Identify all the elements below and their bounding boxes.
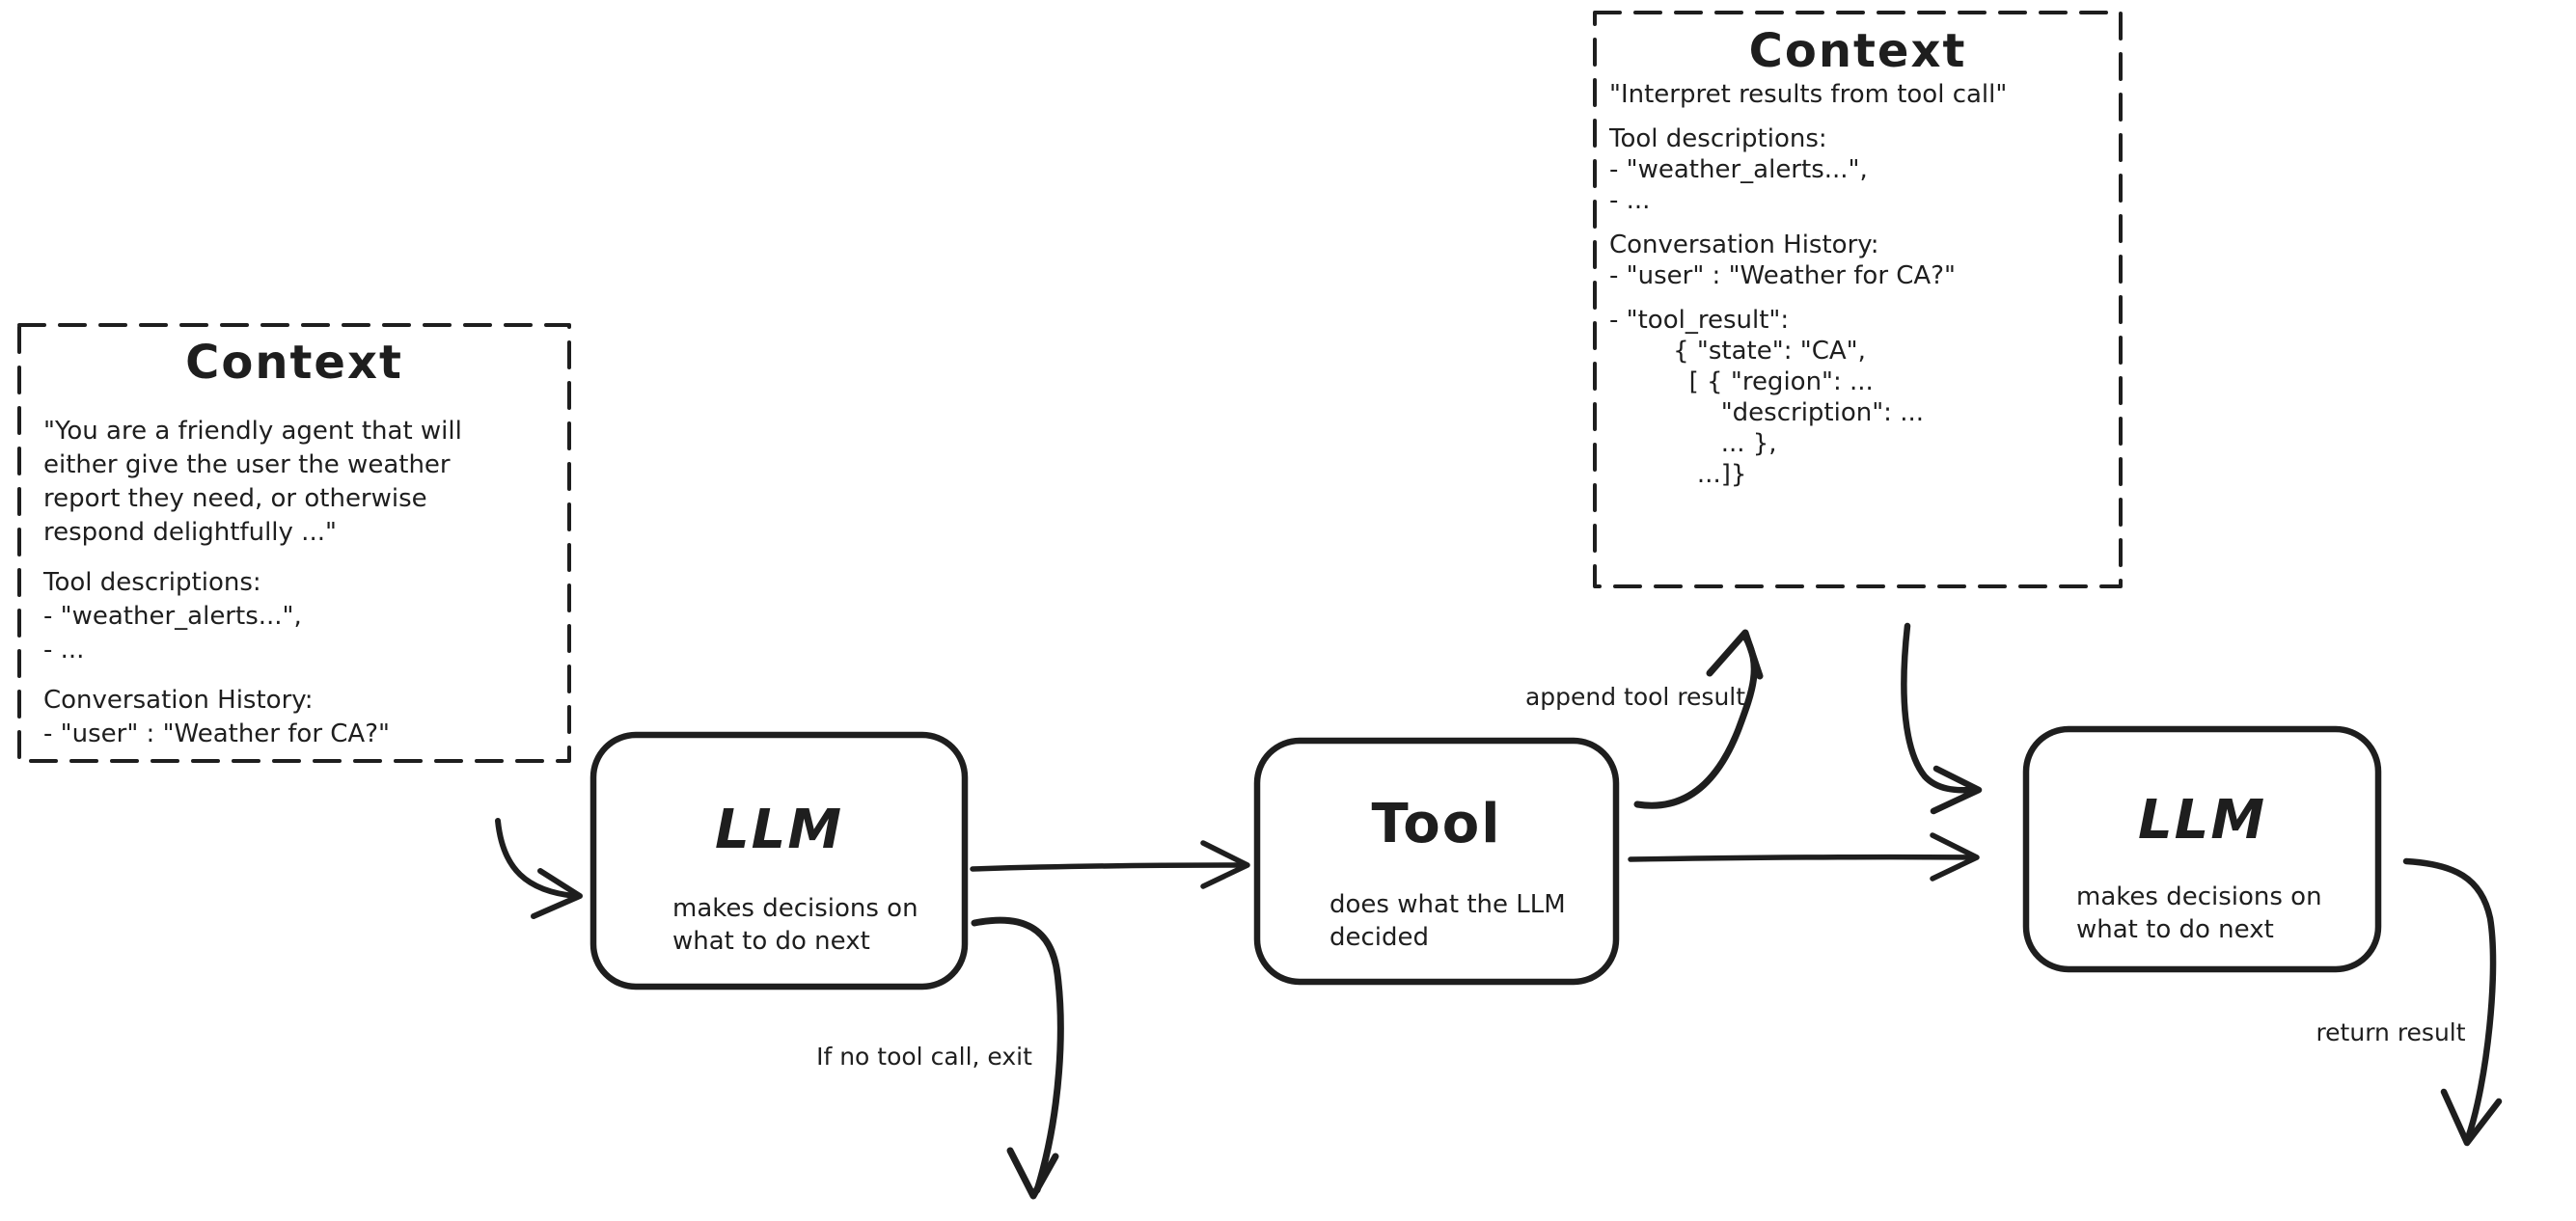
arrow-context-left-to-llm-1 [495, 818, 583, 919]
tool-title: Tool [1371, 793, 1502, 855]
tool-subtitle: does what the LLM decided [1329, 890, 1566, 952]
context-right-line: ...]} [1609, 460, 1747, 489]
context-right-line: Tool descriptions: [1609, 124, 1827, 153]
context-left-line: Conversation History: [43, 686, 314, 715]
context-left-box [17, 323, 571, 763]
context-right-line: "description": ... [1609, 398, 1925, 427]
context-right-line [1609, 216, 2111, 230]
llm-2-subtitle: makes decisions on what to do next [2076, 882, 2322, 944]
arrow-llm-1-to-tool [970, 840, 1250, 889]
context-right-line: - "weather_alerts...", [1609, 155, 1868, 184]
arrow-tool-to-llm-2 [1628, 832, 1980, 882]
llm-1-title: LLM [714, 799, 844, 861]
context-right-line: ... }, [1609, 429, 1777, 458]
context-right-body: "Interpret results from tool call" Tool … [1609, 79, 2111, 490]
arrow-llm-2-return [2402, 857, 2503, 1147]
arrow-tool-to-context-right [1633, 629, 1764, 809]
context-right-line: Conversation History: [1609, 231, 1879, 259]
no-tool-call-exit-label: If no tool call, exit [816, 1043, 1032, 1071]
context-left-line: - "weather_alerts...", [43, 602, 302, 631]
context-right-line: "Interpret results from tool call" [1609, 80, 2008, 109]
context-right-line: - "tool_result": [1609, 306, 1790, 335]
context-left-line [43, 667, 555, 684]
arrow-context-right-to-llm-2 [1901, 622, 1983, 815]
append-tool-result-label: append tool result [1524, 683, 1746, 711]
context-left-title: Context [185, 336, 403, 390]
llm-1-node-box [589, 731, 969, 990]
context-left-body: "You are a friendly agent that will eith… [43, 415, 555, 751]
context-left-line: report they need, or otherwise [43, 484, 427, 513]
llm-1-subtitle: makes decisions on what to do next [672, 894, 918, 956]
context-right-line [1609, 291, 2111, 305]
tool-node-box [1253, 737, 1620, 986]
context-left-line: - "user" : "Weather for CA?" [43, 719, 390, 748]
context-right-line: { "state": "CA", [1609, 337, 1866, 366]
arrow-llm-1-exit [971, 916, 1064, 1200]
llm-2-node-box [2022, 725, 2382, 973]
context-right-line: - "user" : "Weather for CA?" [1609, 261, 1956, 290]
context-right-line [1609, 110, 2111, 123]
context-right-title: Context [1748, 24, 1967, 78]
context-right-line: [ { "region": ... [1609, 367, 1874, 396]
context-left-line: either give the user the weather [43, 450, 451, 479]
context-left-line: respond delightfully ..." [43, 518, 337, 547]
context-right-line: - ... [1609, 186, 1651, 215]
context-left-line [43, 550, 555, 566]
context-right-box [1593, 11, 2123, 588]
context-left-line: - ... [43, 636, 85, 665]
llm-2-title: LLM [2137, 789, 2267, 852]
context-left-line: "You are a friendly agent that will [43, 417, 462, 446]
return-result-label: return result [2316, 1018, 2466, 1046]
context-left-line: Tool descriptions: [43, 568, 261, 597]
